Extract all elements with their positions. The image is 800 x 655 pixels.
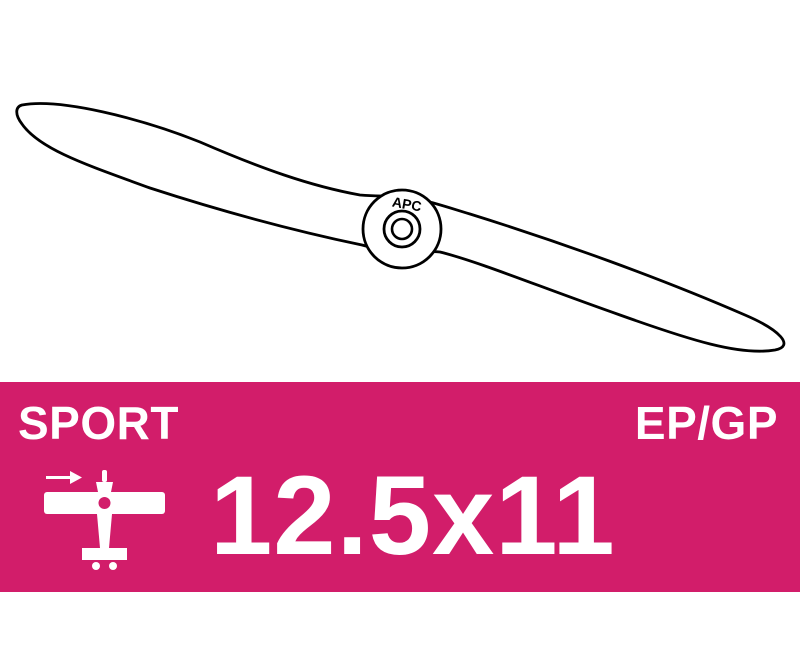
airplane-icon bbox=[44, 470, 165, 570]
propeller-size-label: 12.5x11 bbox=[210, 453, 616, 578]
product-banner: SPORT EP/GP 12.5x11 bbox=[0, 382, 800, 592]
propeller-outline-icon: APC bbox=[15, 102, 786, 353]
propeller-hub-bore bbox=[390, 217, 414, 241]
propeller-illustration: APC bbox=[15, 102, 786, 353]
category-label: SPORT bbox=[18, 397, 179, 449]
fuel-type-label: EP/GP bbox=[634, 397, 778, 449]
brand-logo-text: APC bbox=[391, 194, 423, 215]
